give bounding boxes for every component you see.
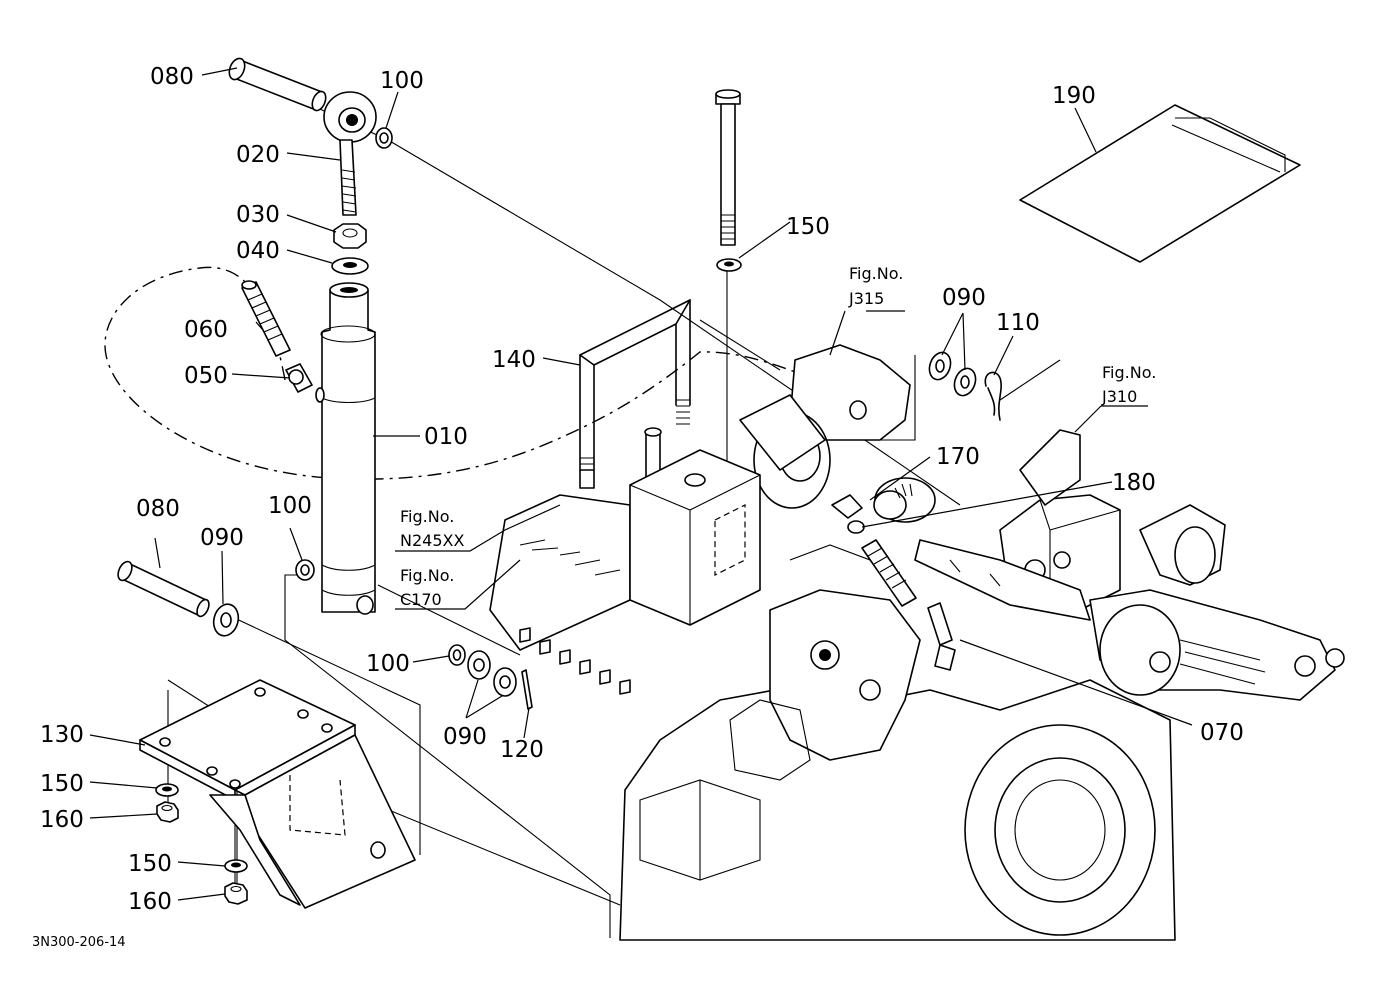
fig-c170-title: Fig.No. — [400, 566, 454, 585]
label-090-low: 090 — [443, 724, 487, 750]
label-120: 120 — [500, 737, 544, 763]
fig-j310-code: J310 — [1101, 387, 1137, 406]
part-labels: 080 100 020 030 040 060 050 010 140 150 … — [40, 64, 1244, 915]
leader-lines — [89, 67, 1193, 901]
fig-n245xx-code: N245XX — [400, 531, 464, 550]
fig-c170-code: C170 — [400, 590, 442, 609]
label-090-right: 090 — [942, 285, 986, 311]
label-140: 140 — [492, 347, 536, 373]
elbow-fitting-050 — [285, 363, 313, 393]
washers-090-right — [928, 351, 977, 397]
label-150-bottom: 150 — [128, 851, 172, 877]
label-100-top: 100 — [380, 68, 424, 94]
nut-160-upper — [156, 801, 179, 823]
label-080-lower: 080 — [136, 496, 180, 522]
label-160-left: 160 — [40, 807, 84, 833]
label-090-left: 090 — [200, 525, 244, 551]
fig-j315-title: Fig.No. — [849, 264, 903, 283]
label-040: 040 — [236, 238, 280, 264]
figure-references: Fig.No. J315 Fig.No. J310 Fig.No. N245XX… — [400, 264, 1156, 609]
nut-160-lower — [224, 882, 248, 905]
washer-group-100-090 — [448, 644, 517, 697]
pin-080-lower — [117, 560, 210, 618]
hose-route — [104, 266, 871, 480]
washer-150-lower — [224, 859, 248, 873]
coupler-180 — [873, 477, 936, 523]
label-020: 020 — [236, 142, 280, 168]
label-080-top: 080 — [150, 64, 194, 90]
cylinder-010 — [315, 282, 376, 615]
label-060: 060 — [184, 317, 228, 343]
label-180: 180 — [1112, 470, 1156, 496]
label-130: 130 — [40, 722, 84, 748]
label-190: 190 — [1052, 83, 1096, 109]
label-100-mid: 100 — [268, 493, 312, 519]
hose-070 — [861, 539, 956, 671]
nut-030 — [333, 223, 367, 249]
fig-n245xx-title: Fig.No. — [400, 507, 454, 526]
transmission-housing — [489, 344, 1345, 941]
label-050: 050 — [184, 363, 228, 389]
label-010: 010 — [424, 424, 468, 450]
fitting-170 — [831, 494, 865, 534]
washer-150-upper — [155, 783, 179, 797]
label-150-left: 150 — [40, 771, 84, 797]
label-150-top: 150 — [786, 214, 830, 240]
fig-j315-code: J315 — [848, 289, 884, 308]
washer-150-top — [716, 258, 742, 272]
label-110: 110 — [996, 310, 1040, 336]
rod-end-020 — [323, 91, 377, 216]
label-160-bottom: 160 — [128, 889, 172, 915]
label-100-low: 100 — [366, 651, 410, 677]
pin-120 — [521, 669, 533, 710]
long-bolt — [715, 89, 741, 246]
washer-100-mid — [295, 559, 315, 581]
hose-fitting-060 — [241, 280, 291, 357]
bracket-130 — [139, 679, 416, 909]
pin-080-top — [228, 57, 327, 112]
drawing-code: 3N300-206-14 — [32, 935, 126, 950]
fig-j310-title: Fig.No. — [1102, 363, 1156, 382]
decal-190 — [1019, 104, 1301, 263]
washer-040 — [331, 257, 369, 275]
label-030: 030 — [236, 202, 280, 228]
label-070: 070 — [1200, 720, 1244, 746]
washer-090-left — [212, 603, 240, 637]
u-bolt-140 — [579, 299, 691, 489]
r-clip-110 — [984, 371, 1002, 421]
label-170: 170 — [936, 444, 980, 470]
